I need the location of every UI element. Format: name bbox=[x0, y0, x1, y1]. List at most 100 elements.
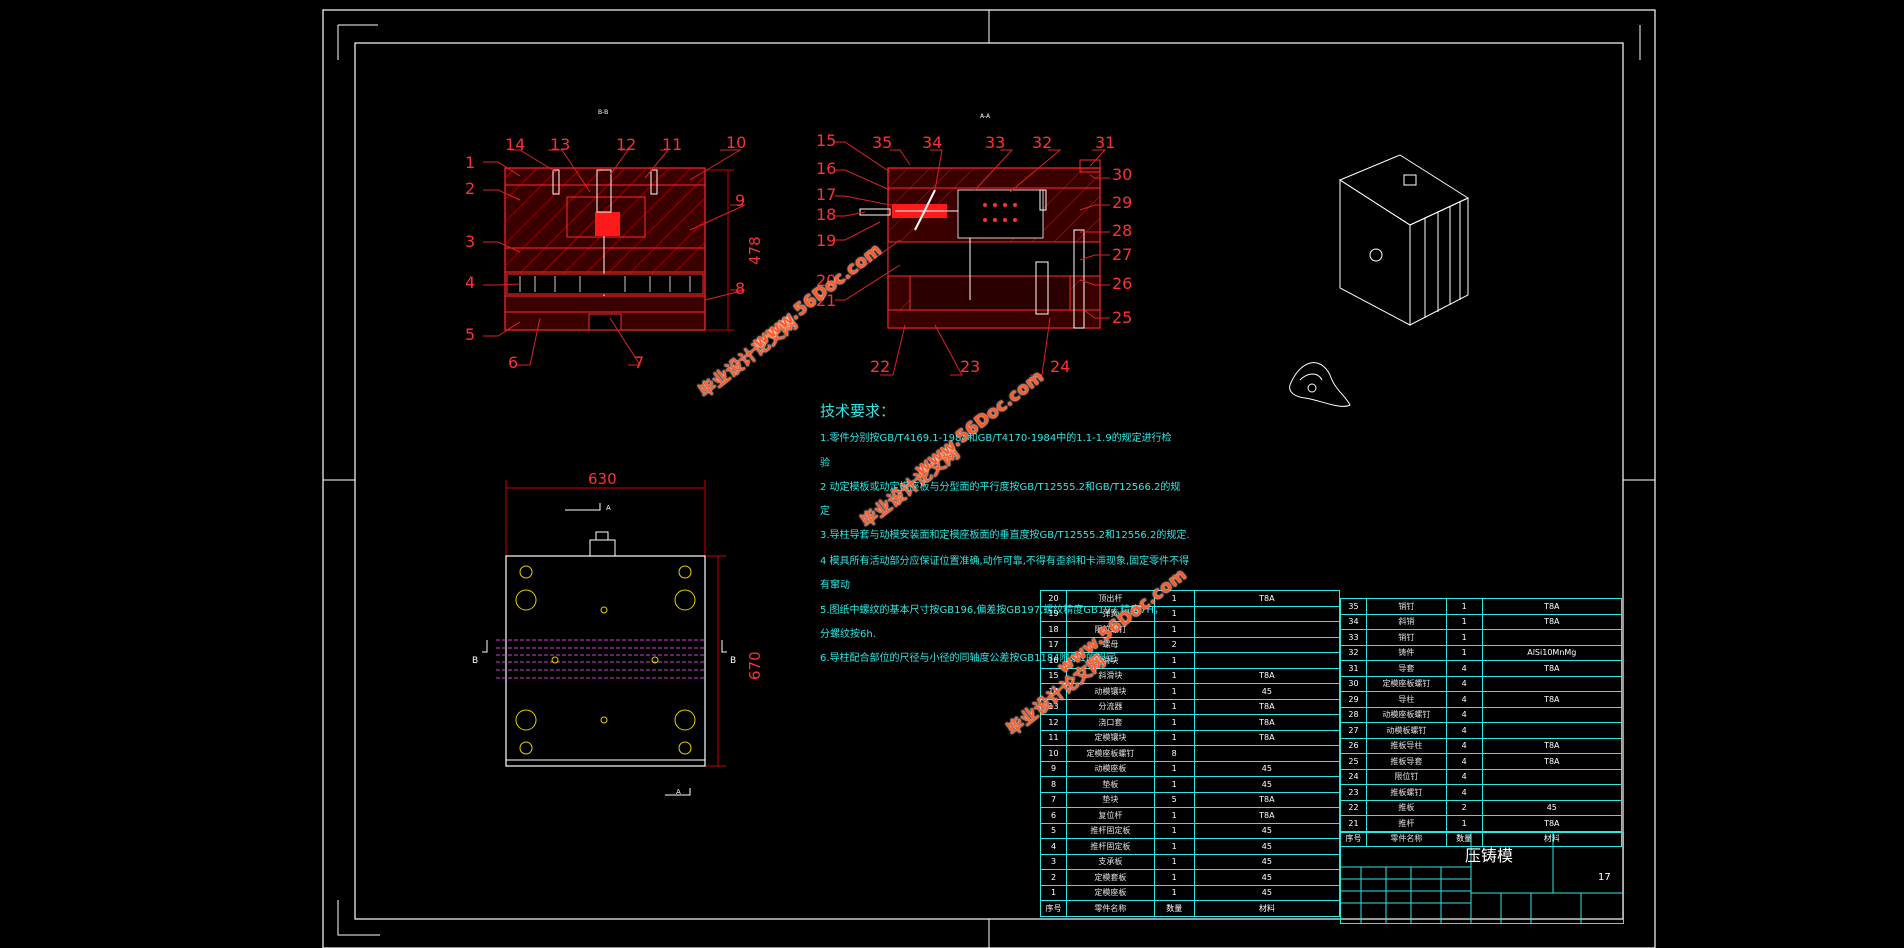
bom-cell-qty: 4 bbox=[1445, 706, 1483, 723]
bom-cell-qty: 1 bbox=[1153, 822, 1195, 839]
bom-cell-no: 序号 bbox=[1340, 830, 1367, 847]
tech-req-line-7: 有窜动 bbox=[820, 580, 850, 591]
bom-cell-mat: 45 bbox=[1193, 869, 1341, 886]
bom-cell-qty: 1 bbox=[1153, 698, 1195, 715]
part-number-31: 31 bbox=[1095, 133, 1115, 152]
bom-cell-mat: T8A bbox=[1481, 691, 1623, 708]
bom-cell-name: 浇口套 bbox=[1065, 714, 1155, 731]
bom-cell-qty: 1 bbox=[1445, 815, 1483, 832]
bom-cell-name: 定模座板 bbox=[1065, 884, 1155, 901]
bom-cell-no: 20 bbox=[1040, 590, 1067, 607]
isometric-mold-view bbox=[1338, 154, 1470, 326]
part-number-24: 24 bbox=[1050, 357, 1070, 376]
bom-cell-no: 7 bbox=[1040, 791, 1067, 808]
bom-cell-qty: 2 bbox=[1153, 636, 1195, 653]
bom-cell-qty: 1 bbox=[1153, 760, 1195, 777]
plan-view: 630 670 B B A A bbox=[472, 470, 764, 796]
bom-cell-name: 限位钉 bbox=[1365, 768, 1447, 785]
bom-cell-qty: 1 bbox=[1445, 629, 1483, 646]
part-number-17: 17 bbox=[816, 185, 836, 204]
bom-cell-mat bbox=[1193, 636, 1341, 653]
bom-cell-mat bbox=[1481, 784, 1623, 801]
section-view-aa: A-A bbox=[816, 113, 1132, 376]
bom-cell-name: 推杆固定板 bbox=[1065, 838, 1155, 855]
part-number-25: 25 bbox=[1112, 308, 1132, 327]
bom-cell-no: 8 bbox=[1040, 776, 1067, 793]
bom-cell-qty: 4 bbox=[1445, 660, 1483, 677]
bom-cell-qty: 5 bbox=[1153, 791, 1195, 808]
tech-req-line-9: 分螺纹按6h. bbox=[820, 629, 876, 640]
dim-width-label: 630 bbox=[588, 470, 617, 488]
part-number-7: 7 bbox=[634, 353, 644, 372]
bom-cell-qty: 1 bbox=[1153, 621, 1195, 638]
bom-cell-mat: T8A bbox=[1481, 815, 1623, 832]
bom-cell-mat: 45 bbox=[1193, 760, 1341, 777]
bom-cell-no: 4 bbox=[1040, 838, 1067, 855]
bom-cell-no: 18 bbox=[1040, 621, 1067, 638]
bom-cell-no: 31 bbox=[1340, 660, 1367, 677]
bom-cell-no: 3 bbox=[1040, 853, 1067, 870]
bom-cell-mat bbox=[1193, 652, 1341, 669]
bom-cell-name: 定模座板螺钉 bbox=[1065, 745, 1155, 762]
bom-cell-no: 10 bbox=[1040, 745, 1067, 762]
bom-cell-qty: 4 bbox=[1445, 675, 1483, 692]
bom-cell-name: 支承板 bbox=[1065, 853, 1155, 870]
bom-cell-no: 1 bbox=[1040, 884, 1067, 901]
part-number-12: 12 bbox=[616, 135, 636, 154]
bom-cell-no: 25 bbox=[1340, 753, 1367, 770]
part-name-title: 压铸模 bbox=[1465, 846, 1514, 865]
bom-cell-mat: T8A bbox=[1193, 807, 1341, 824]
bom-cell-name: 动模座板螺钉 bbox=[1365, 706, 1447, 723]
bom-cell-mat bbox=[1481, 768, 1623, 785]
bom-cell-qty: 8 bbox=[1153, 745, 1195, 762]
bom-cell-name: 导套 bbox=[1365, 660, 1447, 677]
view-marker-a-bottom: A bbox=[676, 788, 681, 796]
view-marker-b-right: B bbox=[730, 656, 736, 666]
bom-cell-no: 序号 bbox=[1040, 900, 1067, 917]
bom-cell-qty: 数量 bbox=[1153, 900, 1195, 917]
part-number-33: 33 bbox=[985, 133, 1005, 152]
bom-cell-name: 复位杆 bbox=[1065, 807, 1155, 824]
bom-cell-no: 32 bbox=[1340, 644, 1367, 661]
bom-cell-mat: T8A bbox=[1193, 791, 1341, 808]
bom-cell-name: 推板导套 bbox=[1365, 753, 1447, 770]
bom-cell-name: 垫块 bbox=[1065, 791, 1155, 808]
bom-cell-name: 推板导柱 bbox=[1365, 737, 1447, 754]
bom-cell-mat bbox=[1481, 675, 1623, 692]
bom-cell-qty: 1 bbox=[1153, 714, 1195, 731]
tech-req-line-5: 3.导柱导套与动模安装面和定模座板面的垂直度按GB/T12555.2和12556… bbox=[820, 530, 1190, 541]
part-number-6: 6 bbox=[508, 353, 518, 372]
part-number-8: 8 bbox=[735, 279, 745, 298]
view-marker-b-left: B bbox=[472, 656, 478, 666]
bom-cell-mat bbox=[1193, 745, 1341, 762]
part-number-13: 13 bbox=[550, 135, 570, 154]
bom-cell-name: 零件名称 bbox=[1365, 830, 1447, 847]
bom-cell-mat bbox=[1481, 629, 1623, 646]
bom-cell-qty: 1 bbox=[1153, 683, 1195, 700]
bom-cell-mat: 45 bbox=[1193, 776, 1341, 793]
bom-cell-qty: 2 bbox=[1445, 799, 1483, 816]
bom-cell-no: 28 bbox=[1340, 706, 1367, 723]
bom-cell-mat bbox=[1193, 621, 1341, 638]
bom-row: 序号零件名称数量材料 bbox=[1040, 900, 1341, 917]
bom-cell-no: 24 bbox=[1340, 768, 1367, 785]
bom-cell-name: 铸件 bbox=[1365, 644, 1447, 661]
sheet-code: 17 bbox=[1598, 872, 1611, 883]
